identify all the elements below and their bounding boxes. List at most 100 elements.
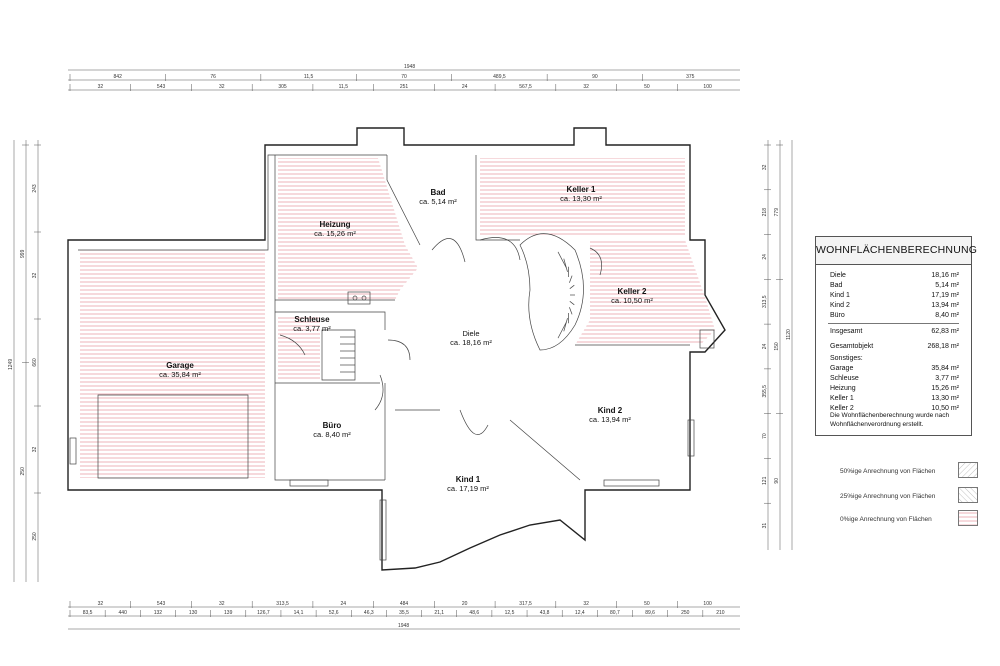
other-room-value: 35,84 m² [931,365,959,372]
key-0-label: 0%ige Anrechnung von Flächen [840,516,932,523]
stair-step [569,275,573,283]
living-room-row: Büro 8,40 m² [816,311,971,321]
room-garage-name: Garage [166,361,194,370]
garage-area [80,250,265,478]
room-schleuse-area: ca. 3,77 m² [293,324,331,333]
living-room-value: 8,40 m² [935,312,959,319]
total-value: 62,83 m² [931,328,959,335]
other-room-label: Keller 1 [830,395,854,402]
gesamtobjekt-value: 268,18 m² [927,343,959,350]
living-room-value: 18,16 m² [931,272,959,279]
living-room-label: Bad [830,282,843,289]
dim-bottom-row2: 12,5 [505,610,515,616]
key-25-label: 25%ige Anrechnung von Flächen [840,493,936,500]
dim-bottom-row1: 313,5 [276,601,289,607]
dim-bottom-row1: 32 [219,601,225,607]
dim-bottom-row2: 210 [716,610,725,616]
room-kind1-name: Kind 1 [456,475,481,484]
other-room-value: 13,30 m² [931,395,959,402]
dim-left-inner: 243 [32,184,38,193]
total-row: Insgesamt 62,83 m² [816,327,971,337]
room-kind2-name: Kind 2 [598,406,623,415]
other-room-row: Keller 1 13,30 m² [816,394,971,404]
walls [67,127,726,571]
dim-right-outer: 1120 [786,329,792,340]
key-50-swatch [958,462,978,478]
room-heizung-area: ca. 15,26 m² [314,229,356,238]
dim-bottom-row1: 484 [400,601,409,607]
dim-top-row1: 90 [592,74,598,80]
other-room-value: 15,26 m² [931,385,959,392]
room-keller1-name: Keller 1 [567,185,596,194]
dim-bottom-row1: 317,5 [519,601,532,607]
dim-bottom-row1: 543 [157,601,166,607]
dim-left-inner: 32 [32,447,38,453]
dim-top-row2: 32 [583,84,589,90]
room-keller2-name: Keller 2 [618,287,647,296]
room-diele-area: ca. 18,16 m² [450,338,492,347]
living-room-label: Büro [830,312,845,319]
dim-top-row2: 567,5 [519,84,532,90]
stair-step [569,307,573,315]
dim-right-inner: 24 [762,254,768,260]
key-50-label: 50%ige Anrechnung von Flächen [840,468,936,475]
dim-right-inner: 121 [762,476,768,485]
divider [828,323,959,324]
dim-top-row2: 305 [278,84,287,90]
dim-bottom-row1: 32 [98,601,104,607]
schleuse-area [278,315,320,380]
dim-bottom-row2: 52,6 [329,610,339,616]
dim-top-row2: 11,5 [339,84,349,90]
dim-right-inner: 24 [762,344,768,350]
room-labels: Bad ca. 5,14 m² Keller 1 ca. 13,30 m² He… [159,185,653,493]
dim-bottom-row2: 440 [119,610,128,616]
living-room-value: 17,19 m² [931,292,959,299]
dim-bottom-row2: 83,5 [83,610,93,616]
keller2-area [575,240,715,345]
dim-top-row2: 32 [219,84,225,90]
room-schleuse-name: Schleuse [294,315,330,324]
room-keller2-area: ca. 10,50 m² [611,296,653,305]
room-keller1-area: ca. 13,30 m² [560,194,602,203]
room-kind1-area: ca. 17,19 m² [447,484,489,493]
dim-bottom-row2: 43,8 [540,610,550,616]
dim-top-total: 1948 [404,64,415,70]
calculation-note: Die Wohnflächenberechnung wurde nach Woh… [830,412,950,428]
living-room-label: Kind 2 [830,302,850,309]
other-room-value: 10,50 m² [931,405,959,412]
other-room-row: Heizung 15,26 m² [816,384,971,394]
living-room-value: 13,94 m² [931,302,959,309]
dim-top-row2: 100 [703,84,712,90]
dim-right-inner: 218 [762,208,768,217]
dim-top-row2: 543 [157,84,166,90]
room-diele-name: Diele [462,329,479,338]
heizung-area [278,158,418,300]
stair-step [569,301,575,306]
key-0-swatch [958,510,978,526]
other-room-label: Heizung [830,385,856,392]
dim-left-inner: 250 [32,532,38,541]
room-bad-name: Bad [430,188,445,197]
stair-step [557,251,567,268]
dim-bottom-row2: 126,7 [257,610,270,616]
room-garage-area: ca. 35,84 m² [159,370,201,379]
dim-bottom-row2: 89,6 [645,610,655,616]
keller1-area [480,158,685,235]
sonstiges-heading: Sonstiges: [830,355,863,362]
dim-left-mid: 999 [20,249,26,258]
gesamtobjekt-label: Gesamtobjekt [830,343,874,350]
dim-right-mid: 779 [774,208,780,217]
room-kind2-area: ca. 13,94 m² [589,415,631,424]
stair-step [563,318,568,332]
dim-bottom-row2: 12,4 [575,610,585,616]
dim-top-row1: 70 [401,74,407,80]
key-0-percent: 0%ige Anrechnung von Flächen [840,510,990,530]
dim-top-row1: 76 [210,74,216,80]
